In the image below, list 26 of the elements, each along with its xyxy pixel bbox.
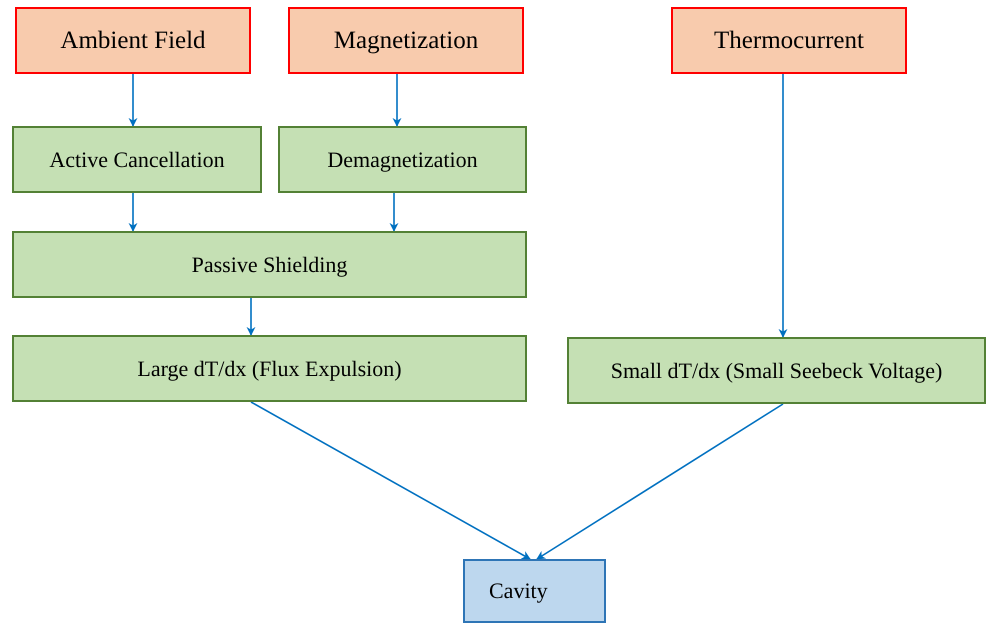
box-label: Passive Shielding: [192, 250, 348, 278]
process-box: [12, 335, 527, 402]
process-box: [288, 7, 524, 74]
process-box: [463, 559, 606, 623]
box-label: Large dT/dx (Flux Expulsion): [137, 354, 402, 382]
box-label: Magnetization: [334, 26, 478, 56]
process-box: [278, 126, 527, 193]
process-box: [15, 7, 251, 74]
box-label: Active Cancellation: [49, 146, 225, 174]
box-label: Cavity: [489, 577, 548, 605]
arrow: [778, 74, 788, 338]
box-label: Demagnetization: [327, 146, 478, 174]
arrow: [392, 74, 402, 127]
arrow: [128, 193, 138, 232]
box-label: Ambient Field: [60, 26, 206, 56]
process-box: [671, 7, 907, 74]
box-label: Thermocurrent: [714, 26, 864, 56]
process-box: [12, 231, 527, 298]
arrow: [250, 401, 531, 560]
process-box: [12, 126, 262, 193]
arrow: [390, 193, 398, 232]
arrow: [536, 403, 784, 560]
process-box: [567, 337, 986, 404]
arrow: [128, 74, 138, 127]
box-label: Small dT/dx (Small Seebeck Voltage): [610, 356, 942, 384]
arrow: [246, 298, 256, 336]
